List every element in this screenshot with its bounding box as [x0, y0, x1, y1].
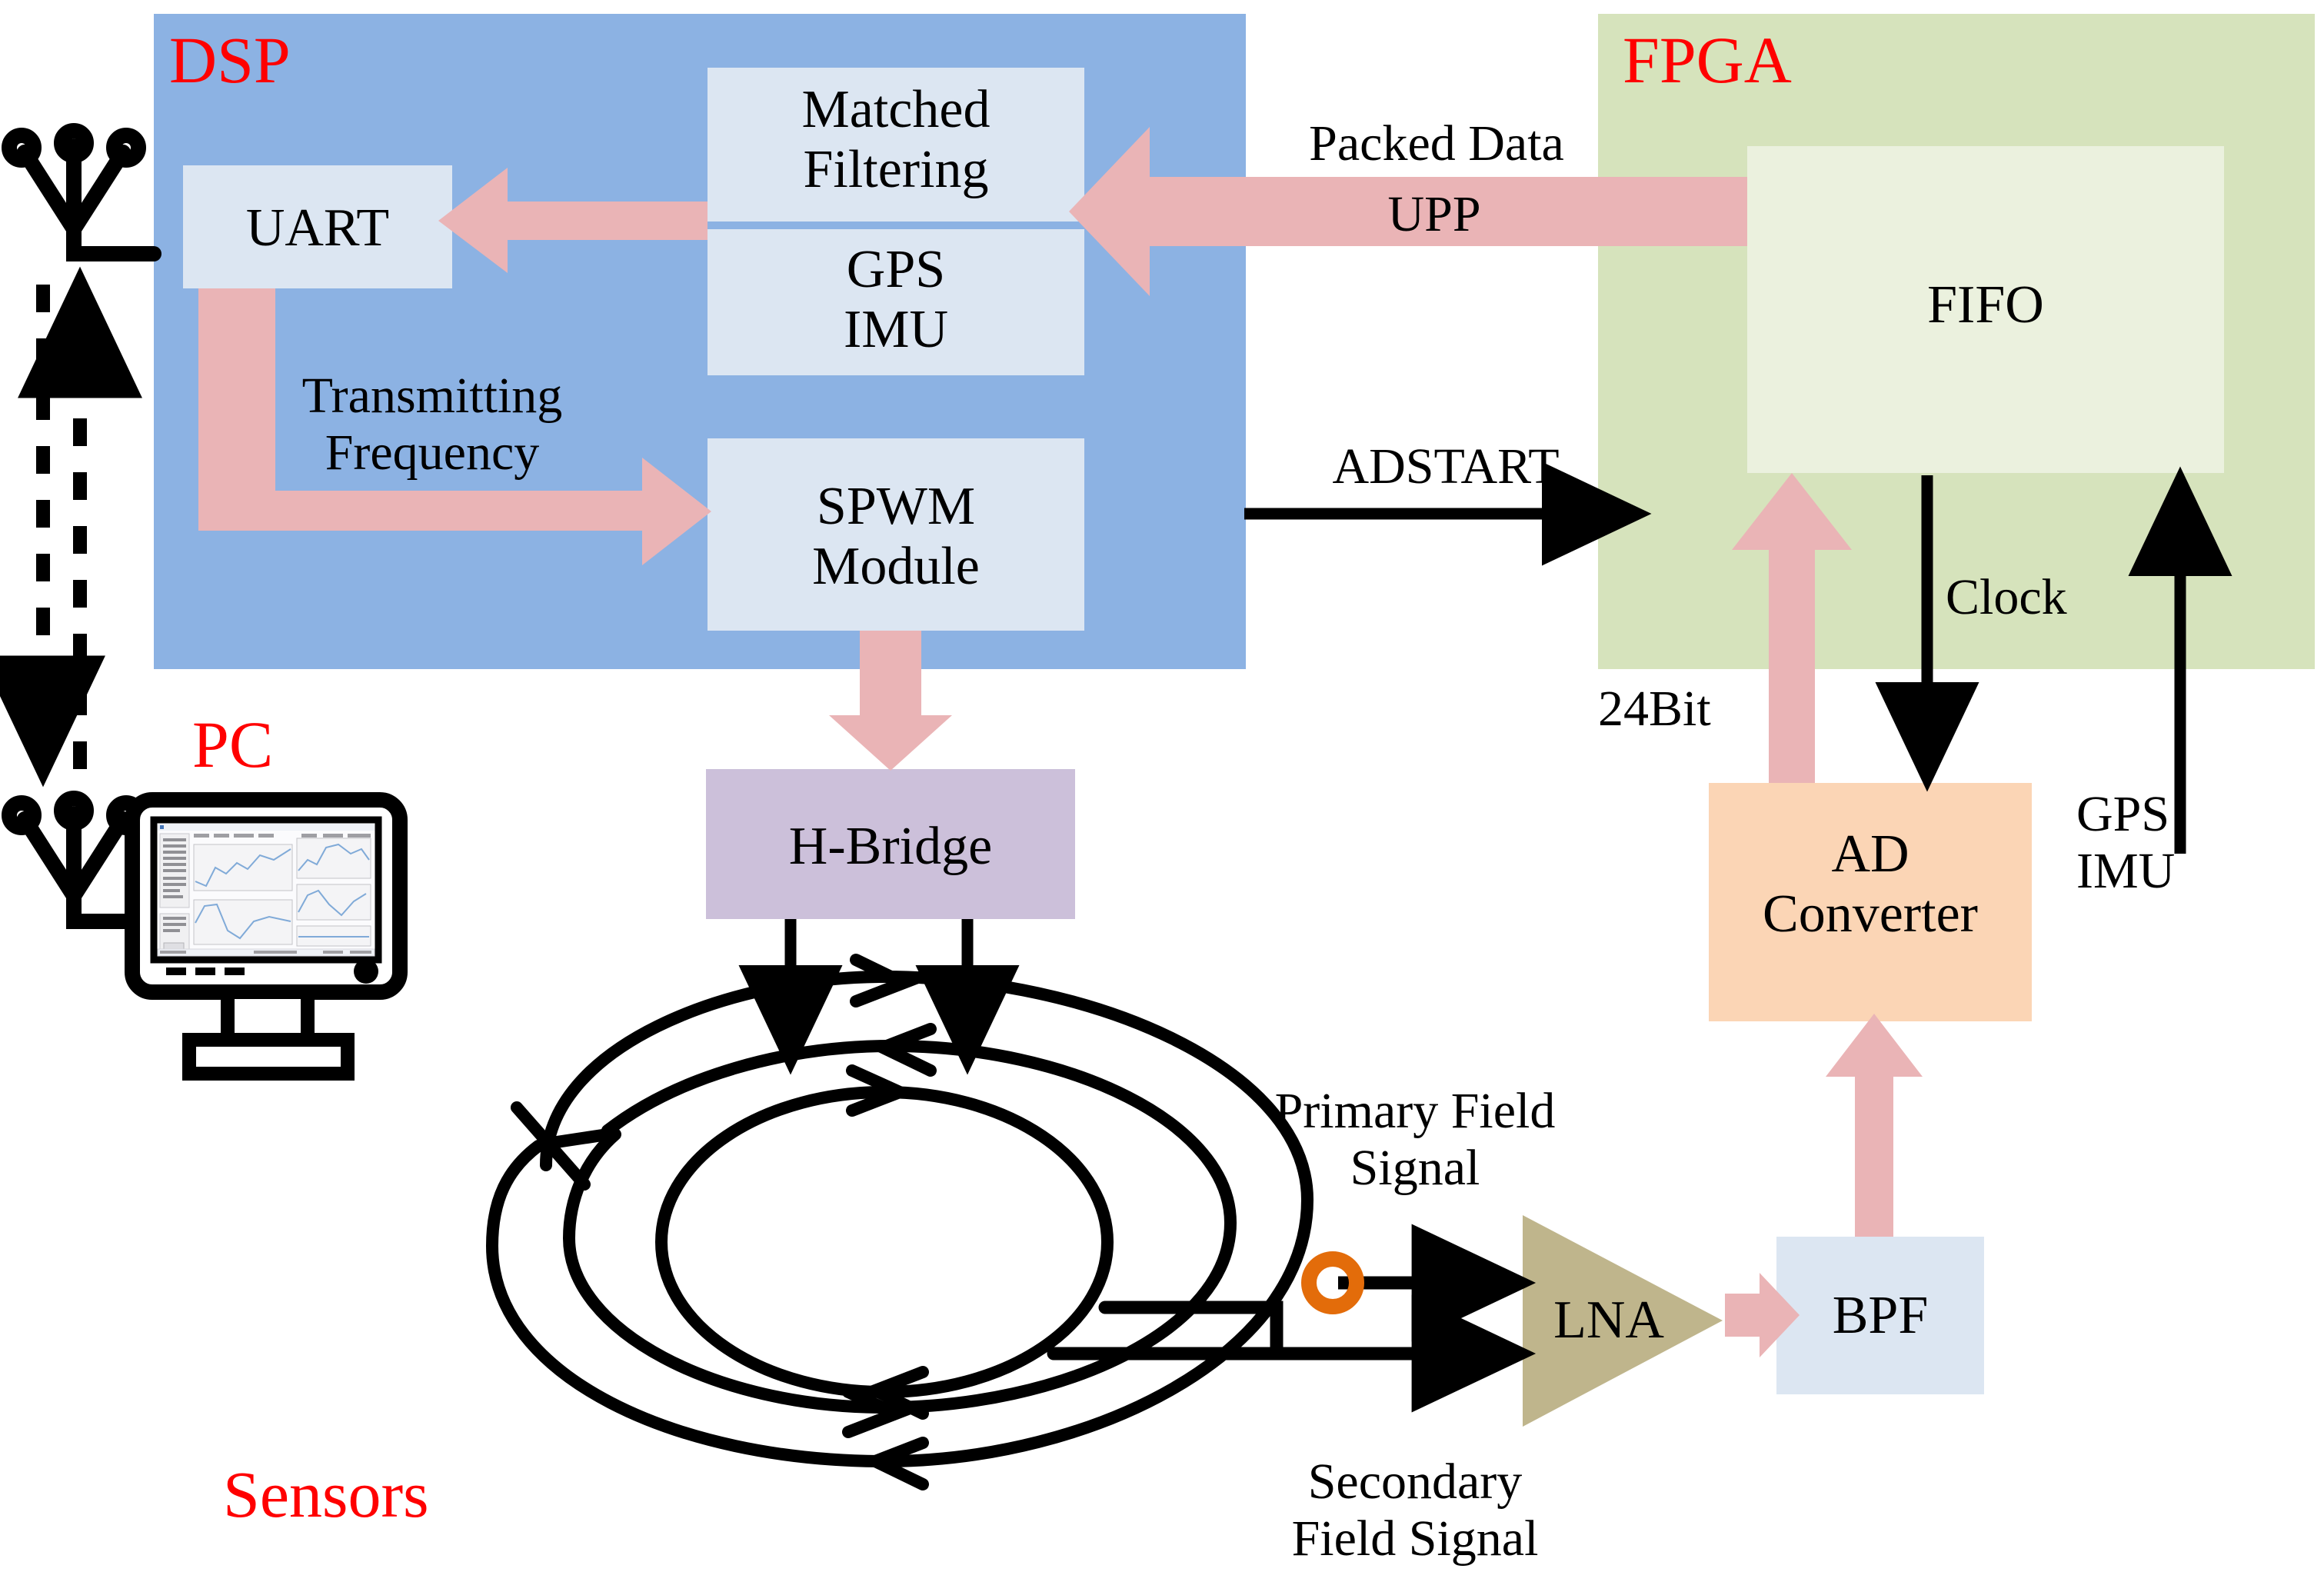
h-bridge-block-label: H-Bridge: [788, 817, 993, 876]
ad-converter-block-label: AD Converter: [1763, 824, 1978, 944]
packed-data-label: Packed Data: [1309, 115, 1564, 172]
lna-amplifier-triangle: [1523, 1215, 1723, 1427]
adc-to-fifo-24bit-arrow: [1732, 473, 1852, 783]
bpf-block-label: BPF: [1832, 1286, 1929, 1345]
fifo-block-label: FIFO: [1927, 275, 2044, 335]
lna-to-bpf-arrow: [1725, 1273, 1800, 1357]
dsp-group-title: DSP: [169, 23, 291, 97]
matched-filtering-block-label: Matched Filtering: [801, 80, 991, 200]
bpf-to-adc-arrow: [1826, 1014, 1923, 1237]
matched-filtering-block: [708, 68, 1084, 221]
ad-converter-block: [1709, 783, 2032, 1021]
clock-label: Clock: [1946, 569, 2067, 625]
monitor-screen-content: [157, 824, 375, 957]
upp-arrow: [1069, 127, 1747, 296]
transmitting-frequency-arrow: [198, 288, 711, 565]
bit24-label: 24Bit: [1598, 681, 1711, 737]
filter-to-uart-arrow: [438, 168, 708, 273]
gps-imu-block-label: GPS IMU: [843, 240, 949, 360]
coil-direction-arrowheads: [842, 954, 937, 1490]
spwm-block: [708, 438, 1084, 631]
upp-label: UPP: [1387, 186, 1481, 242]
bpf-block: [1776, 1237, 1984, 1394]
spwm-block-label: SPWM Module: [812, 477, 980, 597]
adstart-label: ADSTART: [1332, 438, 1560, 495]
spwm-to-hbridge-arrow: [829, 631, 952, 771]
gps-imu-block: [708, 229, 1084, 375]
uart-block-label: UART: [245, 198, 390, 258]
coil-terminal-gap: [511, 1101, 614, 1191]
h-bridge-block: [706, 769, 1075, 919]
transmitting-frequency-label: Transmitting Frequency: [301, 368, 563, 481]
primary-field-signal-label: Primary Field Signal: [1274, 1083, 1556, 1196]
sensors-group-title: Sensors: [223, 1457, 429, 1531]
secondary-field-signal-label: Secondary Field Signal: [1291, 1454, 1539, 1567]
fpga-group-title: FPGA: [1623, 23, 1792, 97]
antenna-icon-bottom: [2, 791, 150, 929]
fifo-block: [1747, 146, 2224, 473]
orange-ring-icon: [1301, 1251, 1364, 1314]
gps-imu-external-label: GPS IMU: [2076, 786, 2176, 899]
lna-block-label: LNA: [1553, 1291, 1664, 1350]
monitor-icon: [125, 792, 408, 1081]
uart-block: [183, 165, 452, 288]
antenna-icon-top: [2, 123, 161, 261]
pc-group-title: PC: [192, 708, 274, 781]
